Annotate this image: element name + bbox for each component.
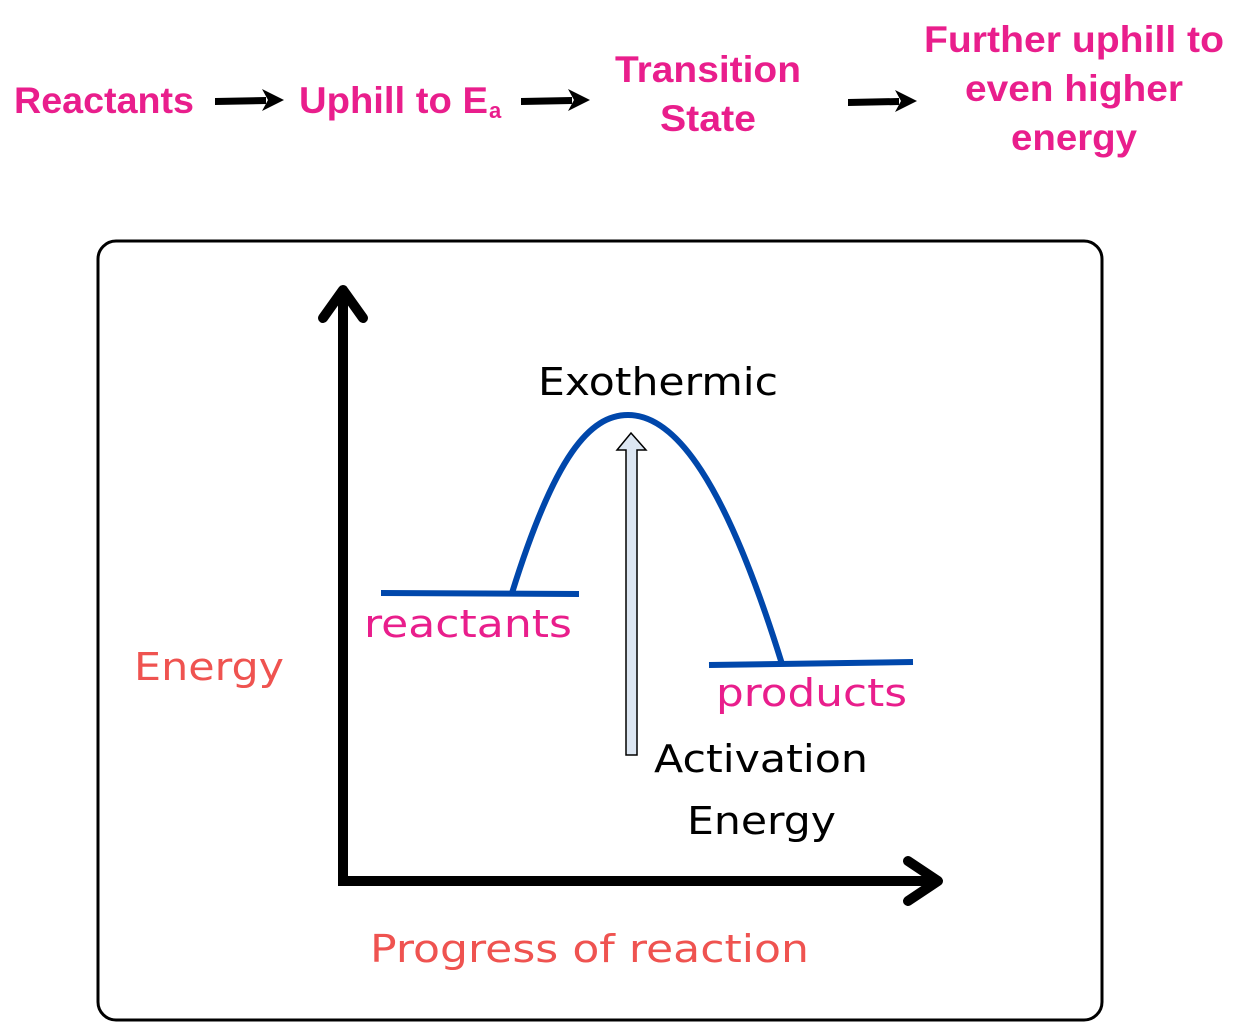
flow-step-further-line1: Further uphill to — [924, 19, 1224, 60]
activation-energy-label-line2: Energy — [687, 799, 836, 843]
products-level-line — [708, 659, 914, 668]
reaction-flow: Reactants Uphill to E a Transition State… — [14, 19, 1224, 158]
energy-curve — [509, 411, 785, 665]
y-axis — [318, 285, 368, 885]
flow-step-transition-line1: Transition — [615, 49, 801, 90]
flow-arrow-icon — [521, 89, 590, 111]
y-axis-label: Energy — [134, 645, 284, 689]
flow-step-further-line2: even higher — [965, 68, 1183, 109]
diagram-frame — [96, 239, 1104, 1022]
flow-step-further-line3: energy — [1011, 117, 1137, 158]
flow-step-uphill: Uphill to E — [299, 80, 488, 121]
flow-step-uphill-subscript: a — [489, 98, 502, 123]
reactants-label: reactants — [364, 602, 572, 646]
products-label: products — [716, 671, 907, 715]
flow-arrow-icon — [215, 89, 284, 111]
activation-energy-label-line1: Activation — [654, 737, 868, 781]
x-axis — [338, 856, 943, 906]
activation-energy-arrow-icon — [615, 431, 648, 756]
reactants-level-line — [380, 590, 580, 597]
flow-step-transition-line2: State — [660, 98, 756, 139]
x-axis-label: Progress of reaction — [370, 927, 809, 971]
diagram-title: Exothermic — [538, 360, 778, 404]
flow-arrow-icon — [848, 90, 917, 112]
flow-step-reactants: Reactants — [14, 80, 194, 121]
